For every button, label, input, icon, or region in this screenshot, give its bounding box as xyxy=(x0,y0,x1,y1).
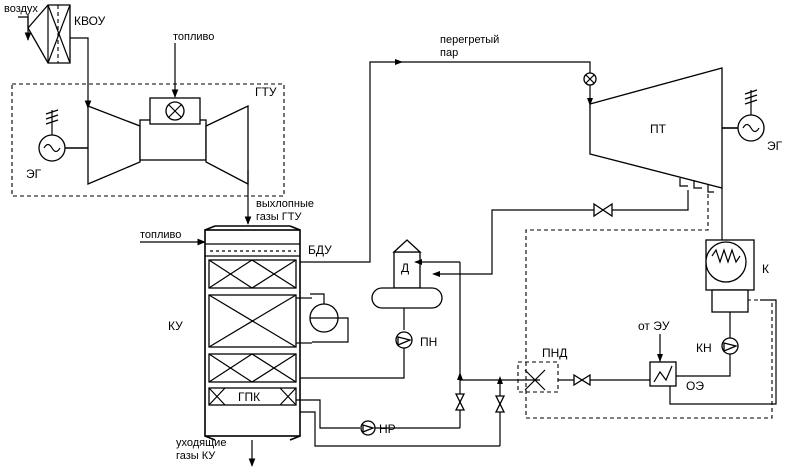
kn-to-oe-line xyxy=(676,354,731,377)
air-label: воздух xyxy=(4,3,38,15)
oe-ejector-cooler xyxy=(649,361,677,387)
steam-line2-label: пар xyxy=(440,47,458,59)
superheated-steam-line xyxy=(300,61,591,263)
nr-label: НР xyxy=(379,422,396,436)
steam-line1-label: перегретый xyxy=(440,34,499,46)
condenser xyxy=(705,239,755,313)
right-generator-icon xyxy=(737,89,765,142)
outgoing-line1-label: уходящие xyxy=(176,437,226,449)
eg-right-label: ЭГ xyxy=(767,139,783,153)
gpk-return-line xyxy=(300,411,500,447)
extraction-valve-icon xyxy=(593,202,613,218)
air-inlet-line xyxy=(18,16,29,28)
gpk-recirculation-line xyxy=(296,399,360,429)
kvou-air-filter xyxy=(27,4,71,64)
k-label: К xyxy=(762,262,769,276)
outgoing-line2-label: газы КУ xyxy=(176,450,216,462)
heat-recovery-boiler xyxy=(204,225,301,441)
exhaust-line1-label: выхлопные xyxy=(256,198,314,210)
gtu-turbine xyxy=(205,104,249,186)
left-generator-icon xyxy=(38,109,66,162)
kn-label: КН xyxy=(696,341,712,355)
pnd-label: ПНД xyxy=(542,346,567,360)
recirculation-pump-nr-icon xyxy=(360,420,376,436)
d-label: Д xyxy=(401,261,409,275)
gtu-label: ГТУ xyxy=(255,85,277,99)
exhaust-line2-label: газы ГТУ xyxy=(256,211,302,223)
ku-label: КУ xyxy=(168,319,183,333)
boiler-drum xyxy=(296,293,349,344)
condensate-check-valve-icon xyxy=(573,373,591,387)
eg-left-label: ЭГ xyxy=(26,167,42,181)
fuel-left-label: топливо xyxy=(140,229,181,241)
bypass-valve-2-icon xyxy=(494,376,506,446)
gpk-label: ГПК xyxy=(238,390,260,404)
bypass-valve-1-icon xyxy=(454,372,466,428)
pt-label: ПТ xyxy=(650,122,667,136)
kvou-label: КВОУ xyxy=(74,14,106,28)
pn-label: ПН xyxy=(420,335,437,349)
air-to-compressor-line xyxy=(70,37,92,109)
combustion-chamber xyxy=(139,119,207,161)
condensate-pump-kn-icon xyxy=(721,337,739,355)
feed-pump-pn-icon xyxy=(395,331,413,349)
bdu-label: БДУ xyxy=(308,243,332,257)
feed-water-line xyxy=(300,348,405,379)
deaerator xyxy=(371,239,443,309)
extraction-to-deaerator-line xyxy=(440,190,689,275)
fuel-top-label: топливо xyxy=(173,31,214,43)
oe-label: ОЭ xyxy=(686,379,704,393)
gtu-boundary xyxy=(11,83,285,197)
gtu-compressor xyxy=(87,105,141,185)
steam-stop-valve-icon xyxy=(583,72,597,86)
ot-eu-label: от ЭУ xyxy=(638,319,670,333)
